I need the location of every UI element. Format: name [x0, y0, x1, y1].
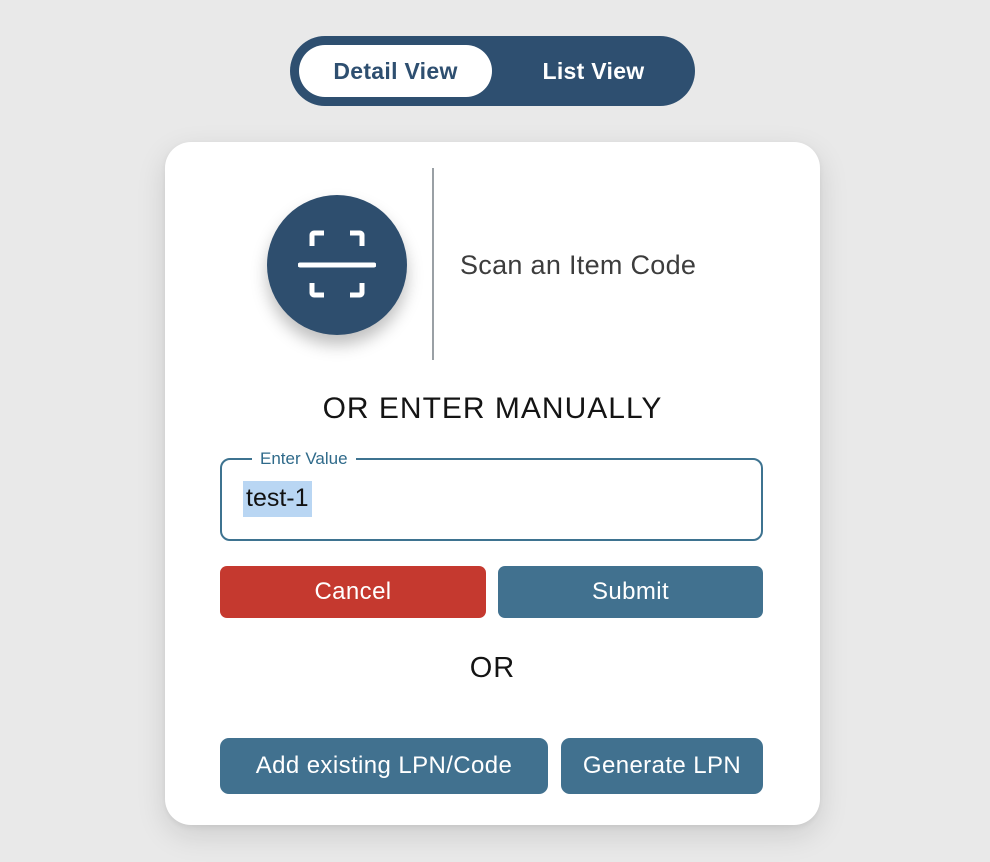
manual-entry-heading: OR ENTER MANUALLY: [322, 392, 663, 425]
tab-detail-view[interactable]: Detail View: [299, 45, 492, 97]
view-toggle: Detail View List View: [290, 36, 695, 106]
vertical-divider: [432, 168, 434, 360]
scan-instruction-text: Scan an Item Code: [460, 250, 697, 280]
generate-lpn-button[interactable]: Generate LPN: [561, 738, 763, 794]
cancel-button[interactable]: Cancel: [220, 566, 486, 618]
submit-button[interactable]: Submit: [498, 566, 763, 618]
enter-value-input[interactable]: Enter Value test-1: [220, 449, 763, 541]
selected-input-text: test-1: [243, 481, 312, 517]
scan-card: Scan an Item Code OR ENTER MANUALLY Ente…: [165, 142, 820, 825]
scan-button[interactable]: [267, 195, 407, 335]
barcode-scan-icon: [297, 226, 377, 305]
input-value: test-1: [243, 481, 312, 517]
tab-list-view[interactable]: List View: [492, 36, 695, 106]
add-existing-lpn-button[interactable]: Add existing LPN/Code: [220, 738, 548, 794]
or-divider-text: OR: [469, 652, 516, 684]
input-floating-label: Enter Value: [252, 449, 356, 469]
